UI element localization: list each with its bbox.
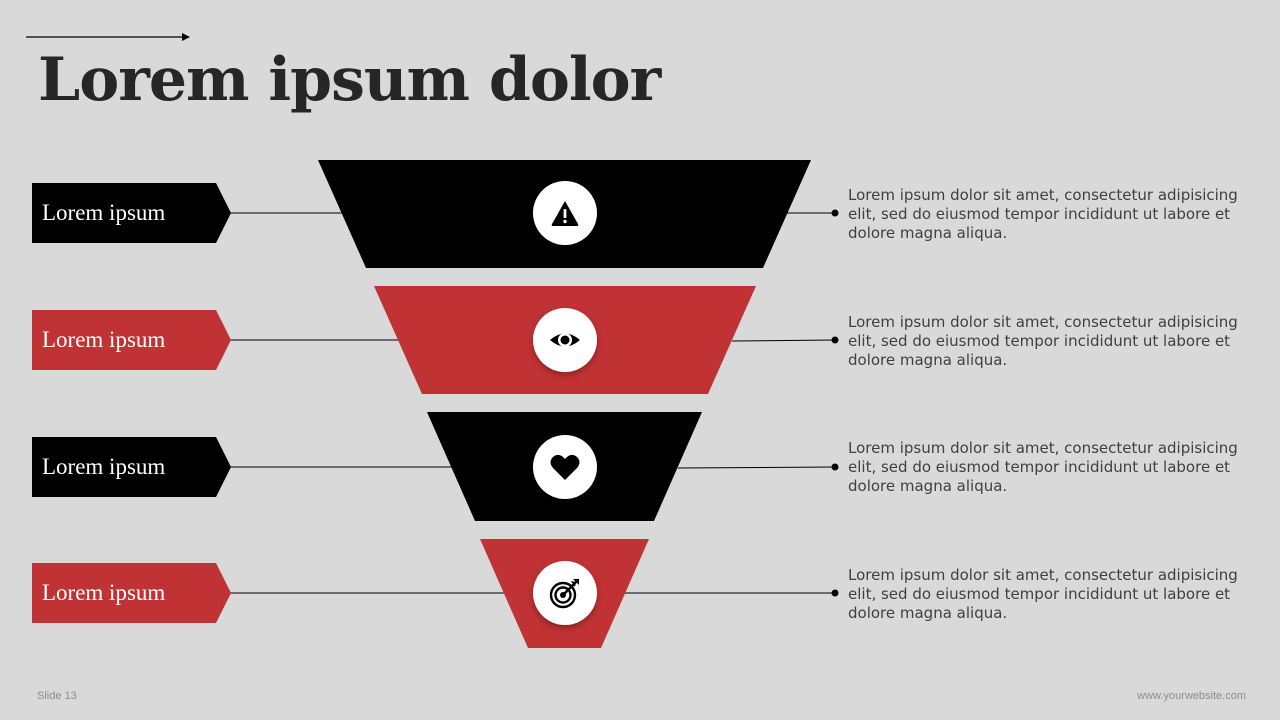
level-description: Lorem ipsum dolor sit amet, consectetur … [848,313,1238,369]
connector-dot-2 [831,336,839,344]
level-description: Lorem ipsum dolor sit amet, consectetur … [848,566,1238,622]
eye-icon [533,308,597,372]
level-label-tag: Lorem ipsum [32,563,232,623]
level-description: Lorem ipsum dolor sit amet, consectetur … [848,439,1238,495]
website-url: www.yourwebsite.com [1137,690,1246,702]
level-label: Lorem ipsum [42,200,166,225]
warning-icon [533,181,597,245]
page-title: Lorem ipsum dolor [38,45,661,115]
level-description: Lorem ipsum dolor sit amet, consectetur … [848,186,1238,242]
level-label: Lorem ipsum [42,327,166,352]
connector-dot-3 [831,463,839,471]
level-label: Lorem ipsum [42,454,166,479]
heart-icon [533,435,597,499]
slide-number: Slide 13 [37,690,77,702]
level-label-tag: Lorem ipsum [32,310,232,370]
connector-right-2 [731,339,836,342]
level-label-tag: Lorem ipsum [32,183,232,243]
level-label: Lorem ipsum [42,580,166,605]
level-label-tag: Lorem ipsum [32,437,232,497]
decorative-arrow-icon [26,33,190,41]
connector-dot-1 [831,209,839,217]
target-icon [533,561,597,625]
connector-dot-4 [831,589,839,597]
connector-right-3 [677,466,836,469]
